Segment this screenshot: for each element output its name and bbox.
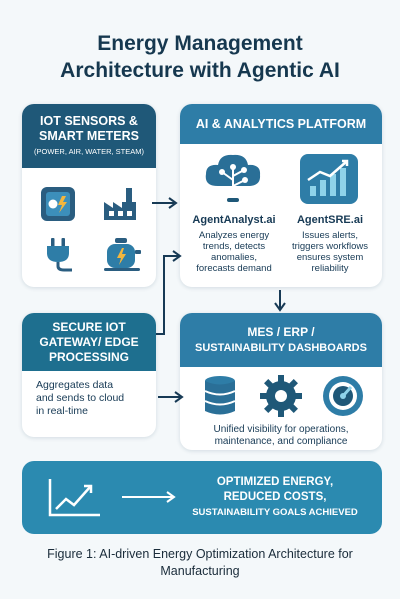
gateway-desc-line-2: and sends to cloud (36, 392, 125, 404)
arrow-iot-to-platform (152, 197, 178, 209)
agent-sre-desc-line-2: triggers workflows (291, 241, 369, 252)
growth-chart-icon (48, 479, 100, 517)
arrow-gateway-to-platform (156, 250, 182, 335)
arrow-gateway-to-mes (158, 391, 184, 403)
gateway-card: SECURE IOT GATEWAY/ EDGE PROCESSING Aggr… (22, 313, 156, 437)
title-line-1: Energy Management (97, 32, 303, 55)
iot-subtitle: (POWER, AIR, WATER, STEAM) (33, 147, 144, 156)
agent-analyst-name: AgentAnalyst.ai (192, 214, 276, 226)
database-icon (204, 376, 236, 415)
gateway-title-line-2: GATEWAY/ EDGE (39, 334, 139, 349)
ai-tree-icon (205, 154, 261, 202)
gauge-icon (323, 376, 363, 416)
gateway-desc-line-3: in real-time (36, 405, 88, 417)
agent-sre-desc: Issues alerts, triggers workflows ensure… (280, 230, 380, 274)
outcome-banner: OPTIMIZED ENERGY, REDUCED COSTS, SUSTAIN… (22, 461, 382, 534)
agent-analyst-desc-line-4: forecasts demand (196, 263, 272, 274)
mes-desc-line-1: Unified visibility for operations, (213, 424, 349, 435)
title-line-2: Architecture with Agentic AI (60, 59, 340, 82)
gateway-desc: Aggregates data and sends to cloud in re… (36, 379, 154, 418)
gateway-header: SECURE IOT GATEWAY/ EDGE PROCESSING (22, 313, 156, 371)
agent-analyst-desc-line-2: trends, detects (202, 241, 266, 252)
ai-platform-header: AI & ANALYTICS PLATFORM (180, 104, 382, 144)
figure-caption: Figure 1: AI-driven Energy Optimization … (0, 546, 400, 580)
agent-analyst-desc-line-1: Analyzes energy (198, 230, 270, 241)
mes-desc-line-2: maintenance, and compliance (214, 436, 348, 447)
iot-sensors-card: IOT SENSORS & SMART METERS (POWER, AIR, … (22, 104, 156, 287)
outcome-line-2: REDUCED COSTS, (223, 491, 327, 503)
agent-sre-desc-line-3: ensures system (296, 252, 364, 263)
agent-sre-name: AgentSRE.ai (296, 214, 363, 226)
chart-icon (300, 154, 358, 204)
plug-icon (47, 238, 72, 272)
caption-line-1: Figure 1: AI-driven Energy Optimization … (47, 547, 353, 561)
mes-erp-header: MES / ERP / SUSTAINABILITY DASHBOARDS (180, 313, 382, 367)
iot-title-line-1: IOT SENSORS & (40, 114, 138, 128)
mes-erp-card: MES / ERP / SUSTAINABILITY DASHBOARDS (180, 313, 382, 450)
arrow-platform-to-mes (274, 290, 286, 312)
agent-sre-desc-line-1: Issues alerts, (302, 230, 358, 241)
agent-analyst-desc-line-3: anomalies, (211, 252, 257, 263)
mes-title-line-1: MES / ERP / (247, 325, 315, 339)
compressor-icon (104, 238, 141, 271)
diagram-title: Energy Management Architecture with Agen… (0, 30, 400, 84)
outcome-arrow (122, 491, 176, 503)
outcome-line-1: OPTIMIZED ENERGY, (216, 476, 334, 488)
ai-platform-card: AI & ANALYTICS PLATFORM AgentAnalyst.ai … (180, 104, 382, 287)
factory-icon (104, 188, 136, 220)
ai-platform-title: AI & ANALYTICS PLATFORM (195, 117, 367, 131)
iot-title-line-2: SMART METERS (39, 129, 139, 143)
iot-sensors-header: IOT SENSORS & SMART METERS (POWER, AIR, … (22, 104, 156, 168)
outcome-line-3: SUSTAINABILITY GOALS ACHIEVED (192, 507, 358, 518)
caption-line-2: Manufacturing (160, 564, 240, 578)
gateway-title-line-1: SECURE IOT (52, 319, 126, 334)
mes-desc: Unified visibility for operations, maint… (184, 424, 378, 448)
power-meter-icon (41, 187, 75, 221)
agent-sre-desc-line-4: reliability (311, 263, 349, 274)
gateway-title-line-3: PROCESSING (48, 349, 129, 364)
agent-analyst-desc: Analyzes energy trends, detects anomalie… (182, 230, 286, 274)
gateway-desc-line-1: Aggregates data (36, 379, 114, 391)
outcome-text: OPTIMIZED ENERGY, REDUCED COSTS, SUSTAIN… (174, 475, 376, 520)
mes-title-line-2: SUSTAINABILITY DASHBOARDS (195, 342, 367, 354)
gear-icon (260, 375, 302, 417)
